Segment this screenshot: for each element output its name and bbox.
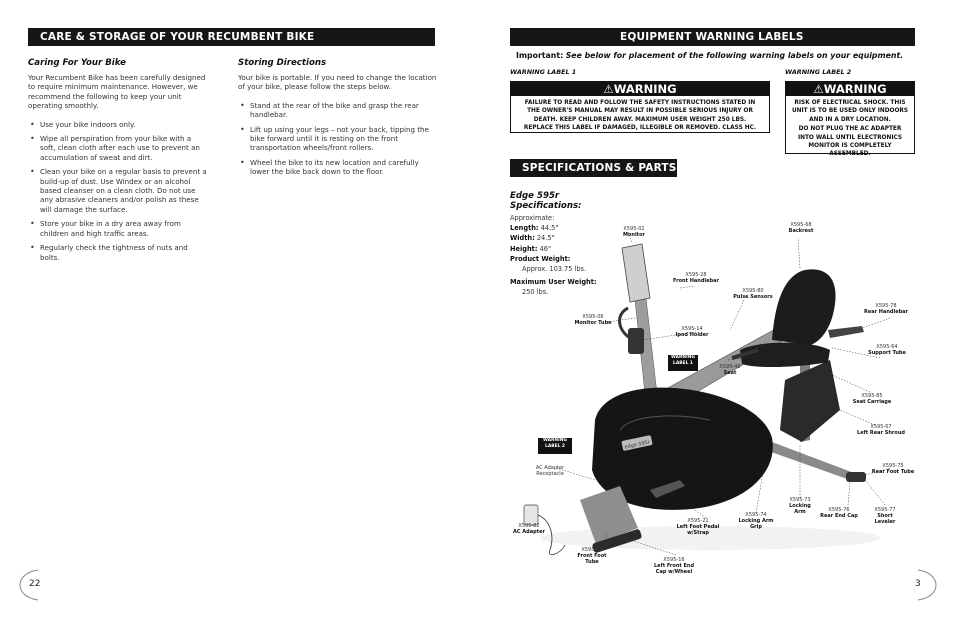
list-item: Wipe all perspiration from your bike wit… <box>28 134 208 162</box>
storing-list: Stand at the rear of the bike and grasp … <box>238 101 438 177</box>
important-note: Important: See below for placement of th… <box>516 51 903 60</box>
model-name: Edge 595r <box>510 191 560 201</box>
page-number-right: 3 <box>915 579 921 589</box>
warning-label-2-title: WARNING <box>823 82 887 96</box>
spec-approx: Approximate: <box>510 214 555 222</box>
warning-label-1-head: ⚠WARNING <box>511 82 769 96</box>
warning-label-2-box: ⚠WARNING RISK OF ELECTRICAL SHOCK. THIS … <box>785 81 915 157</box>
list-item: Wheel the bike to its new location and c… <box>238 158 438 177</box>
page-number-left: 22 <box>29 579 41 589</box>
warning-label-2-text1: RISK OF ELECTRICAL SHOCK. THIS UNIT IS T… <box>791 100 909 123</box>
spec-product-weight: Approx. 103.75 lbs. <box>522 265 587 274</box>
warning-triangle-icon: ⚠ <box>603 82 614 96</box>
warning-label-1-title: WARNING <box>613 82 677 96</box>
list-item: Lift up using your legs – not your back,… <box>238 125 438 153</box>
warning-labels-header: EQUIPMENT WARNING LABELS <box>510 28 915 46</box>
list-item: Regularly check the tightness of nuts an… <box>28 243 208 262</box>
storing-title: Storing Directions <box>238 58 327 68</box>
spec-width: Width: 24.5" <box>510 234 555 243</box>
caring-intro: Your Recumbent Bike has been carefully d… <box>28 73 206 111</box>
warning-label-1-box: ⚠WARNING FAILURE TO READ AND FOLLOW THE … <box>510 81 770 133</box>
spec-length: Length: 44.5" <box>510 224 559 233</box>
part-ac-receptacle: AC Adapter Receptacle <box>535 465 565 478</box>
warning-label-2-head: ⚠WARNING <box>786 82 914 96</box>
specs-title: Specifications: <box>510 201 582 211</box>
spec-max-user-label: Maximum User Weight: <box>510 278 597 287</box>
storing-section: Storing Directions Your bike is portable… <box>238 58 438 182</box>
specifications: Edge 595r Specifications: Approximate: L… <box>510 191 620 298</box>
warning-label-1-text: FAILURE TO READ AND FOLLOW THE SAFETY IN… <box>523 100 757 132</box>
warning-triangle-icon: ⚠ <box>813 82 824 96</box>
warning-label-2-text2: DO NOT PLUG THE AC ADAPTER INTO WALL UNT… <box>797 126 903 158</box>
list-item: Use your bike indoors only. <box>28 120 208 130</box>
page-curve-right <box>917 569 937 601</box>
care-storage-header: CARE & STORAGE OF YOUR RECUMBENT BIKE <box>28 28 435 46</box>
storing-intro: Your bike is portable. If you need to ch… <box>238 73 437 92</box>
warning-label-2-caption: WARNING LABEL 2 <box>785 68 852 76</box>
important-text: See below for placement of the following… <box>565 51 904 60</box>
list-item: Stand at the rear of the bike and grasp … <box>238 101 438 120</box>
spec-height: Height: 46" <box>510 244 552 253</box>
warning-label-1-caption: WARNING LABEL 1 <box>510 68 577 76</box>
bike-illustration: edge 595r <box>523 231 891 556</box>
list-item: Store your bike in a dry area away from … <box>28 219 208 238</box>
caring-title: Caring For Your Bike <box>28 58 126 68</box>
spec-max-user: 250 lbs. <box>522 288 549 297</box>
caring-section: Caring For Your Bike Your Recumbent Bike… <box>28 58 208 267</box>
specs-parts-header: SPECIFICATIONS & PARTS <box>510 159 677 177</box>
bike-logo: edge 595r <box>624 439 651 450</box>
page-curve-left <box>19 569 39 601</box>
tag-warning-label-2: WARNING LABEL 2 <box>542 438 567 450</box>
tag-warning-label-1: WARNING LABEL 1 <box>670 355 695 367</box>
spec-product-weight-label: Product Weight: <box>510 254 571 263</box>
important-label: Important: <box>516 51 564 60</box>
list-item: Clean your bike on a regular basis to pr… <box>28 167 208 214</box>
caring-list: Use your bike indoors only. Wipe all per… <box>28 120 208 262</box>
